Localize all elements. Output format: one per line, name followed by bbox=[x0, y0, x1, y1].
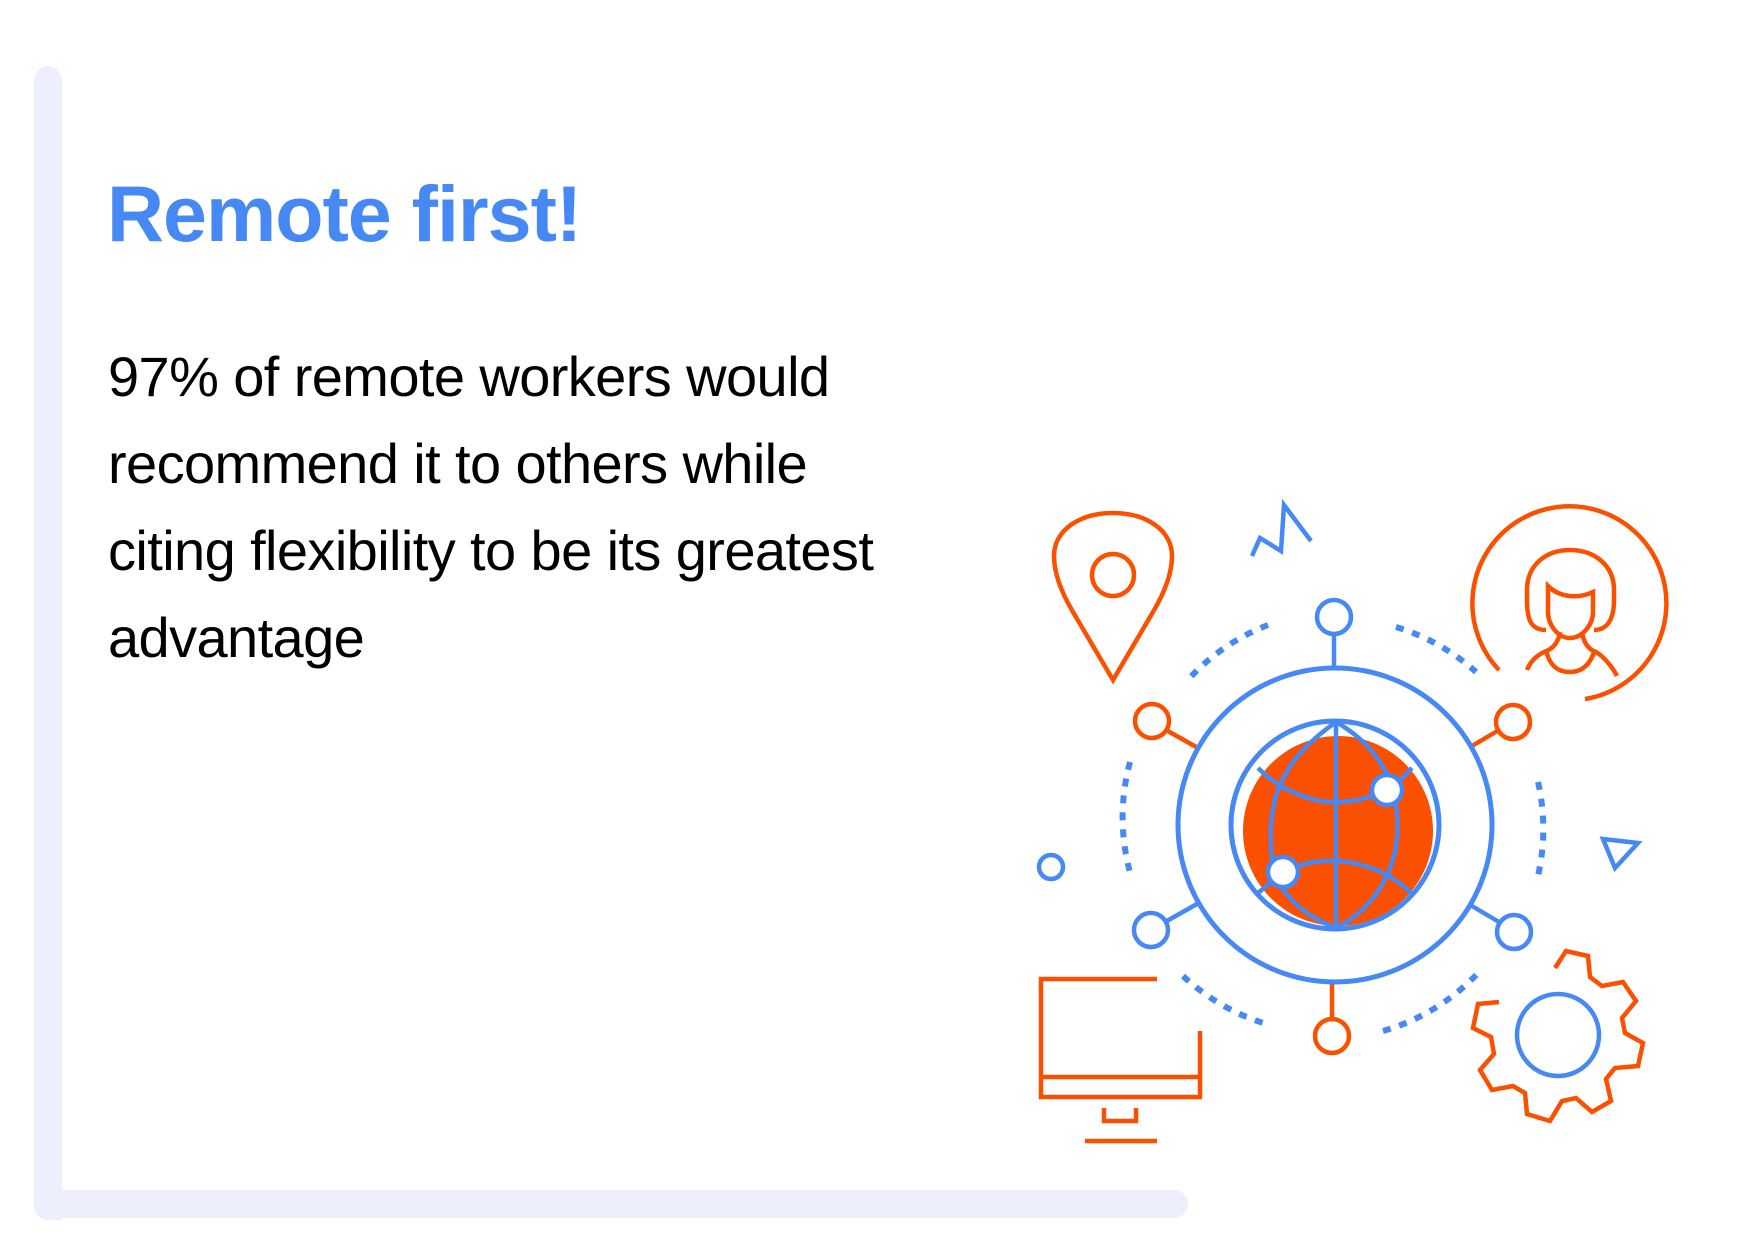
small-circle-icon bbox=[1036, 852, 1066, 882]
triangle-play-icon bbox=[1599, 836, 1643, 873]
body-line-1: 97% of remote workers would bbox=[108, 345, 830, 408]
slide-body-text: 97% of remote workers would recommend it… bbox=[108, 333, 874, 681]
node-bottom bbox=[1312, 1016, 1352, 1056]
node-upper-left bbox=[1132, 701, 1172, 741]
location-pin-icon bbox=[1051, 510, 1175, 685]
body-line-2: recommend it to others while bbox=[108, 432, 808, 495]
dotted-orbit bbox=[1119, 622, 1547, 1034]
body-line-3: citing flexibility to be its greatest bbox=[108, 519, 874, 582]
node-lower-right bbox=[1494, 912, 1534, 952]
network-nodes bbox=[1131, 597, 1534, 1056]
body-line-4: advantage bbox=[108, 606, 365, 669]
node-lower-left bbox=[1131, 910, 1171, 950]
frame-bottom-bar bbox=[34, 1190, 1188, 1218]
frame-left-bar bbox=[34, 66, 62, 1220]
slide-title: Remote first! bbox=[107, 169, 582, 258]
person-avatar-icon bbox=[1470, 504, 1669, 702]
zigzag-spark-icon bbox=[1249, 498, 1313, 557]
gear-icon bbox=[1470, 948, 1646, 1124]
globe-network-icon bbox=[1175, 665, 1495, 985]
node-upper-right bbox=[1493, 702, 1533, 742]
monitor-icon bbox=[1038, 976, 1203, 1144]
node-top bbox=[1314, 597, 1354, 637]
